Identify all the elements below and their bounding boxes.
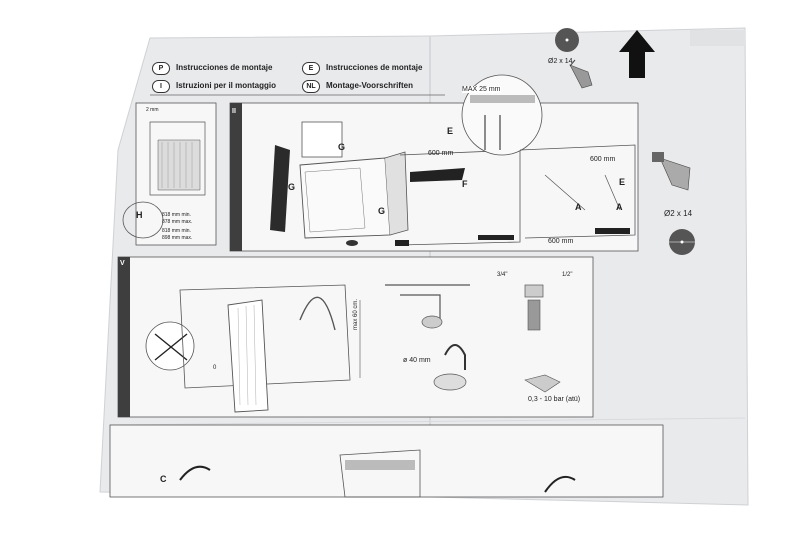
section-label-ii: II bbox=[232, 108, 236, 115]
drill-icon-top bbox=[569, 59, 593, 89]
lang-badge-i: I bbox=[152, 80, 170, 93]
min-dim-2: 818 mm min. bbox=[162, 228, 191, 234]
title-i: Istruzioni per il montaggio bbox=[176, 81, 276, 90]
max-height-label: max 60 cm. bbox=[353, 298, 359, 330]
max-dim-2: 898 mm max. bbox=[162, 235, 193, 241]
panel-mid bbox=[117, 256, 594, 418]
min-dim-1: 818 mm min. bbox=[162, 212, 191, 218]
lang-badge-e: E bbox=[302, 62, 320, 75]
title-p: Instrucciones de montaje bbox=[176, 63, 273, 72]
label-h: H bbox=[136, 210, 143, 220]
label-f: F bbox=[462, 179, 468, 189]
label-g3: G bbox=[378, 206, 386, 216]
max-dim-1: 878 mm max. bbox=[162, 219, 193, 225]
drill-icon-right bbox=[652, 152, 691, 191]
title-nl: Montage-Voorschriften bbox=[326, 81, 413, 90]
label-e2: E bbox=[619, 177, 626, 187]
dim-2mm: 2 mm bbox=[146, 107, 159, 113]
lang-badge-nl: NL bbox=[302, 80, 320, 93]
label-a1: A bbox=[575, 202, 582, 212]
section-label-v: V bbox=[120, 260, 125, 267]
thread-1-2-label: 1/2" bbox=[562, 272, 573, 278]
zero-mark: 0 bbox=[213, 365, 217, 371]
dim-600-b: 600 mm bbox=[590, 156, 616, 163]
title-e: Instrucciones de montaje bbox=[326, 63, 423, 72]
max-25-label: MAX 25 mm bbox=[462, 86, 501, 93]
label-a2: A bbox=[616, 202, 623, 212]
label-g2: G bbox=[288, 182, 296, 192]
dim-600-c: 600 mm bbox=[548, 238, 574, 245]
pipe-diameter-label: ø 40 mm bbox=[403, 357, 431, 364]
up-arrow-icon bbox=[619, 30, 655, 78]
screw-label-right: Ø2 x 14 bbox=[664, 209, 693, 218]
label-c: C bbox=[160, 474, 167, 484]
label-e1: E bbox=[447, 126, 454, 136]
dim-600-a: 600 mm bbox=[428, 150, 454, 157]
screw-label-top: Ø2 x 14 bbox=[548, 58, 573, 65]
label-g1: G bbox=[338, 142, 346, 152]
pressure-label: 0,3 - 10 bar (atü) bbox=[528, 396, 581, 403]
thread-3-4-label: 3/4" bbox=[497, 272, 508, 278]
lang-badge-p: P bbox=[152, 62, 170, 75]
